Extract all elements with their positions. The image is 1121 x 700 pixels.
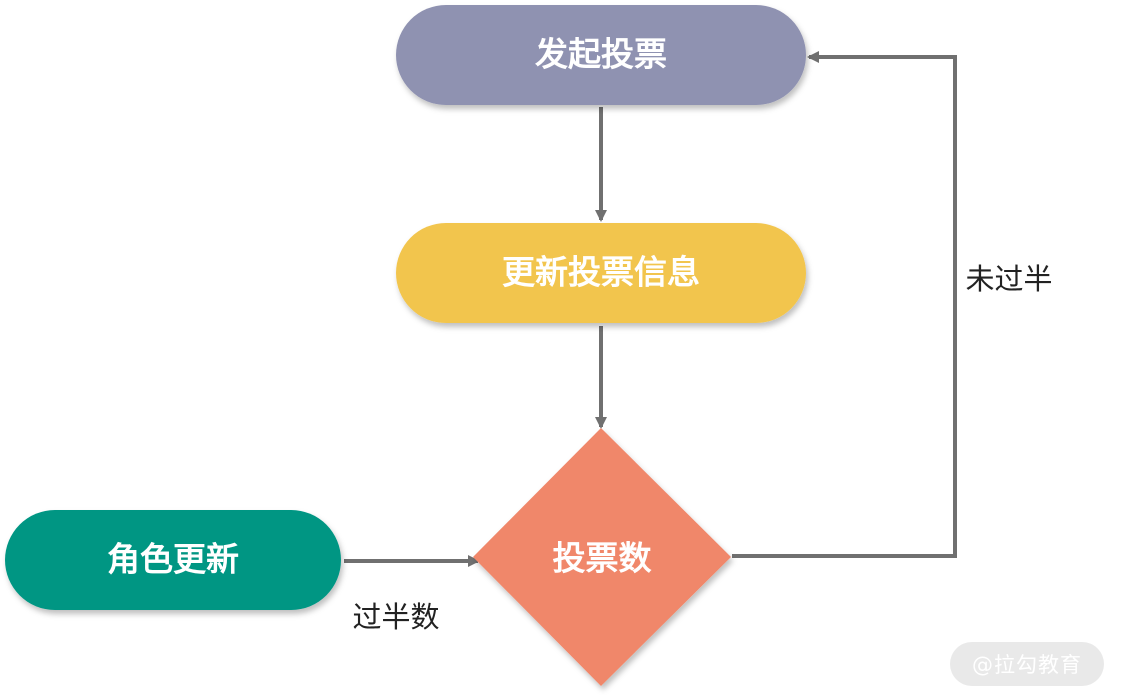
node-role-update bbox=[5, 510, 341, 610]
edge-count-to-start bbox=[732, 51, 957, 558]
node-update-vote-info bbox=[396, 223, 806, 323]
node-vote-count bbox=[473, 428, 731, 686]
node-vote-count-label: 投票数 bbox=[553, 539, 653, 578]
node-start-vote-label: 发起投票 bbox=[535, 35, 667, 74]
node-role-update-label: 角色更新 bbox=[107, 540, 239, 579]
watermark: @拉勾教育 bbox=[950, 642, 1104, 686]
edge-label-not-majority: 未过半 bbox=[965, 262, 1052, 296]
node-start-vote bbox=[396, 5, 806, 105]
edge-label-majority: 过半数 bbox=[352, 600, 439, 634]
node-update-vote-info-label: 更新投票信息 bbox=[502, 253, 700, 292]
